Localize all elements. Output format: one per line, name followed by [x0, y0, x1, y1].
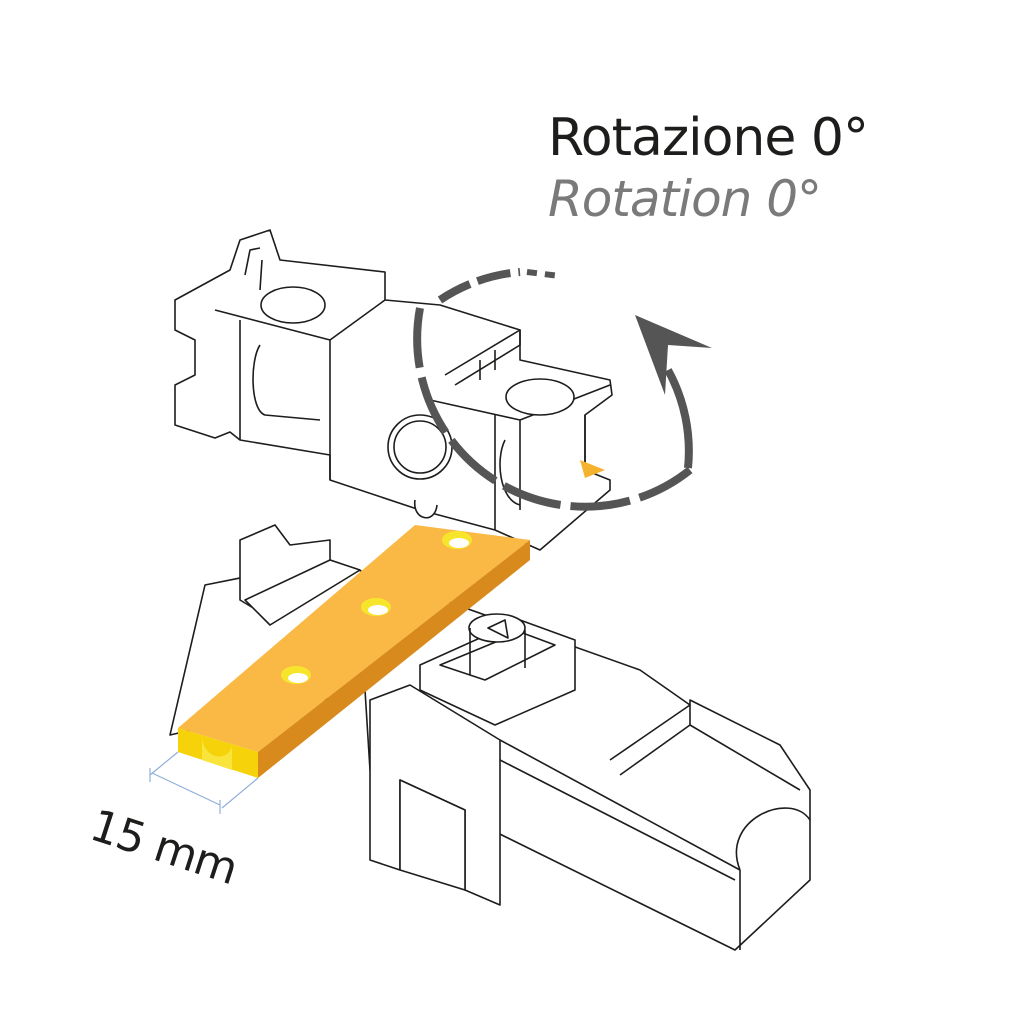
led-strip	[178, 460, 605, 778]
rotation-title-english: Rotation 0°	[548, 170, 822, 228]
upper-connector	[174, 229, 613, 551]
rotation-arrow-icon	[413, 268, 712, 511]
strip-side-face	[258, 540, 530, 778]
dimension-line	[149, 751, 259, 814]
strip-top-face	[178, 525, 530, 752]
strip-front-face	[178, 728, 258, 778]
rotation-title-italian: Rotazione 0°	[548, 108, 869, 168]
